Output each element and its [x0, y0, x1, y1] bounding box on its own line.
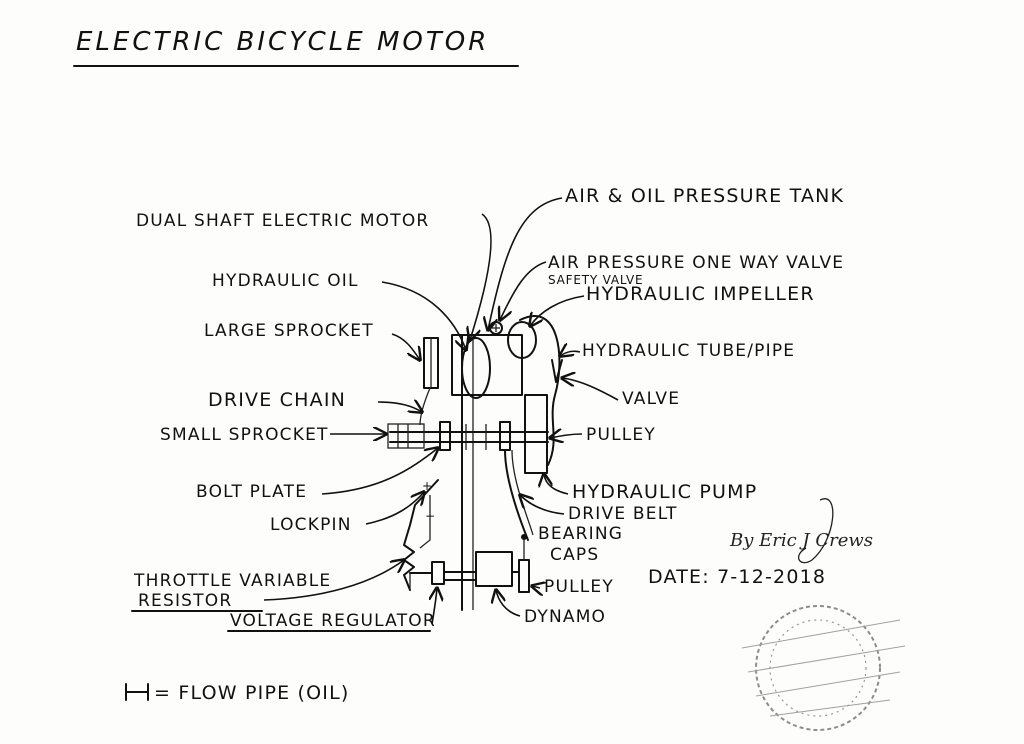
label-pulley-bottom: PULLEY	[544, 577, 614, 597]
label-safety-valve: SAFETY VALVE	[548, 273, 643, 287]
label-air-oil-tank: AIR & OIL PRESSURE TANK	[565, 185, 844, 207]
electric-motor-body	[461, 337, 491, 399]
bearing-cap	[521, 534, 527, 540]
label-hydraulic-oil: HYDRAULIC OIL	[212, 271, 359, 291]
label-lockpin: LOCKPIN	[270, 515, 352, 535]
label-drive-belt: DRIVE BELT	[568, 504, 678, 524]
hydraulic-pump	[524, 394, 548, 474]
positive-terminal: +	[422, 479, 433, 493]
pressure-tank	[451, 334, 523, 396]
label-drive-chain: DRIVE CHAIN	[208, 389, 346, 411]
diagram-title: ELECTRIC BICYCLE MOTOR	[76, 27, 489, 57]
legend: = FLOW PIPE (OIL)	[125, 682, 350, 704]
label-hydraulic-pump: HYDRAULIC PUMP	[572, 481, 757, 503]
label-throttle: THROTTLE VARIABLE	[133, 571, 331, 591]
diagram-date: DATE: 7-12-2018	[648, 566, 826, 588]
dynamo	[475, 551, 513, 587]
bolt-plate	[439, 421, 451, 451]
drive-belt	[504, 449, 529, 541]
stamp-seal	[741, 605, 906, 731]
label-valve: VALVE	[622, 389, 680, 409]
pulley-top	[499, 421, 511, 451]
label-hydraulic-impeller: HYDRAULIC IMPELLER	[586, 283, 815, 305]
legend-text: = FLOW PIPE (OIL)	[154, 682, 350, 704]
signature-flourish	[797, 498, 834, 564]
drive-chain	[419, 387, 431, 426]
label-large-sprocket: LARGE SPROCKET	[204, 321, 374, 341]
label-bearing: BEARING	[538, 524, 623, 544]
label-resistor: RESISTOR	[138, 591, 232, 611]
label-small-sprocket: SMALL SPROCKET	[160, 425, 329, 445]
pulley-bottom	[518, 559, 530, 593]
flow-pipe-symbol-icon	[125, 683, 149, 701]
author-signature: By Eric J Crews	[729, 530, 873, 551]
label-voltage-regulator: VOLTAGE REGULATOR	[230, 611, 436, 631]
hydraulic-impeller	[507, 321, 537, 359]
label-hydraulic-tube: HYDRAULIC TUBE/PIPE	[582, 341, 795, 361]
small-sprocket	[387, 423, 425, 449]
label-dynamo: DYNAMO	[524, 607, 606, 627]
label-caps: CAPS	[550, 545, 599, 565]
flow-arrow-icon	[551, 359, 563, 383]
voltage-regulator	[431, 561, 445, 585]
label-pulley-top: PULLEY	[586, 425, 656, 445]
label-air-pressure-valve: AIR PRESSURE ONE WAY VALVE	[548, 253, 844, 273]
label-bolt-plate: BOLT PLATE	[196, 482, 307, 502]
motor-assembly: + −	[387, 315, 563, 611]
label-dual-shaft-motor: DUAL SHAFT ELECTRIC MOTOR	[136, 211, 429, 231]
